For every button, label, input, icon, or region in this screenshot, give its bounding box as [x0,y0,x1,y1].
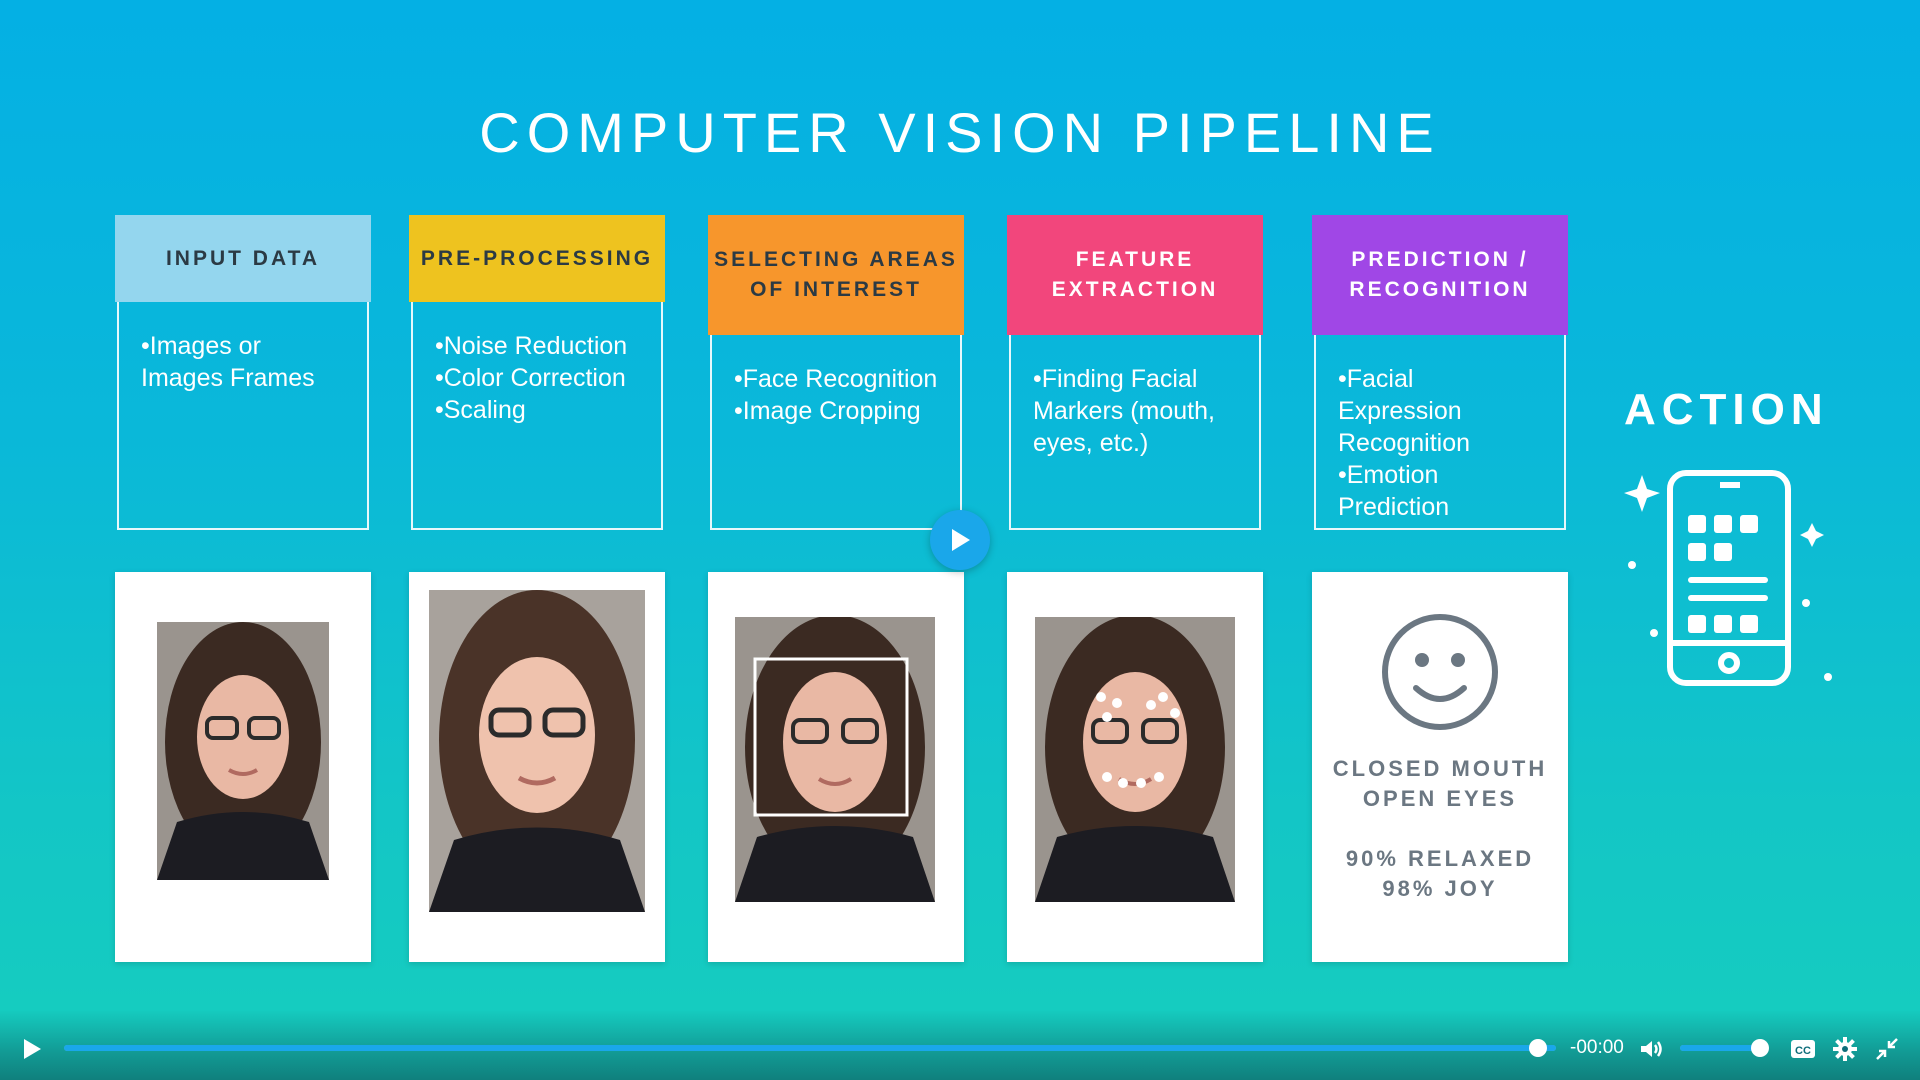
progress-scrubber-handle[interactable] [1529,1039,1547,1057]
result-observation: CLOSED MOUTH OPEN EYES [1312,754,1568,814]
volume-fill [1680,1045,1760,1051]
slide-title: COMPUTER VISION PIPELINE [479,101,1441,164]
stage-header-label: INPUT DATA [165,246,321,270]
result-line: 98% JOY [1382,876,1498,901]
face-photo [429,590,645,912]
card-feature-extraction [1007,572,1263,962]
stage-header-label: PRE-PROCESSING [420,246,654,270]
volume-icon [1641,1041,1662,1057]
action-label: ACTION [1624,385,1829,434]
stage-header-label: RECOGNITION [1349,278,1531,301]
center-play-button[interactable] [930,510,990,570]
stage-header-selecting-areas: SELECTING AREAS OF INTEREST [708,215,964,335]
gear-icon [1833,1037,1857,1061]
result-line: 90% RELAXED [1345,846,1535,871]
play-icon [952,529,970,551]
stage-header-label: FEATURE [1075,248,1195,271]
stage-header-label: SELECTING AREAS [714,248,958,271]
bullet-line: •Color Correction [435,364,626,392]
stage-header-input-data: INPUT DATA [115,215,371,302]
stage-body-feature-extraction: •Finding Facial Markers (mouth, eyes, et… [1009,335,1261,530]
play-icon [24,1039,41,1059]
captions-icon: CC [1791,1040,1815,1058]
stage-header-feature-extraction: FEATURE EXTRACTION [1007,215,1263,335]
video-controls-bar: CC [0,1010,1920,1080]
time-remaining: -00:00 [1570,1037,1624,1058]
bullet-line: Markers (mouth, [1033,397,1215,425]
stage-header-label: PREDICTION / [1351,248,1529,271]
result-prediction: 90% RELAXED 98% JOY [1312,844,1568,904]
bullet-line: •Emotion [1338,461,1439,489]
stage-header-label: OF INTEREST [750,278,922,301]
bullet-line: •Scaling [435,396,526,424]
captions-button[interactable]: CC [1788,1034,1818,1064]
volume-slider-handle[interactable] [1750,1039,1769,1057]
bullet-line: •Noise Reduction [435,332,628,360]
bullet-line: •Facial Expression [1338,365,1462,425]
face-photo [735,617,935,902]
volume-button[interactable] [1636,1034,1668,1064]
card-prediction-result: CLOSED MOUTH OPEN EYES 90% RELAXED 98% J… [1312,572,1568,962]
stage-header-label: EXTRACTION [1051,278,1219,301]
bullet-line: •Images or [141,332,261,360]
region-of-interest-box [753,657,909,817]
stage-body-prediction: •Facial Expression Recognition •Emotion … [1314,335,1566,530]
face-photo [1035,617,1235,902]
svg-text:CC: CC [1795,1045,1811,1057]
stage-body-input-data: •Images or Images Frames [117,302,369,530]
bullet-line: •Face Recognition [734,365,938,393]
stage-body-pre-processing: •Noise Reduction •Color Correction •Scal… [411,302,663,530]
volume-slider[interactable] [1680,1039,1769,1057]
bullet-line: Images Frames [141,364,315,392]
facial-marker-dots [1096,692,1180,788]
progress-bar[interactable] [64,1039,1556,1057]
result-line: CLOSED MOUTH [1332,756,1548,781]
face-photo [157,622,329,880]
smartphone-app-icon [1620,465,1840,700]
exit-fullscreen-button[interactable] [1872,1034,1902,1064]
smiley-face-icon [1380,612,1500,737]
card-input-data [115,572,371,962]
card-selecting-areas [708,572,964,962]
stage-body-selecting-areas: •Face Recognition •Image Cropping [710,335,962,530]
card-pre-processing [409,572,665,962]
progress-fill [64,1045,1556,1051]
settings-button[interactable] [1830,1034,1860,1064]
exit-fullscreen-icon [1876,1038,1898,1060]
bullet-line: eyes, etc.) [1033,429,1149,457]
stage-header-pre-processing: PRE-PROCESSING [409,215,665,302]
bullet-line: •Finding Facial [1033,365,1198,393]
play-button[interactable] [14,1034,50,1064]
bullet-line: Prediction [1338,493,1450,521]
bullet-line: •Image Cropping [734,397,921,425]
stage-header-prediction: PREDICTION / RECOGNITION [1312,215,1568,335]
bullet-line: Recognition [1338,429,1471,457]
result-line: OPEN EYES [1362,786,1518,811]
